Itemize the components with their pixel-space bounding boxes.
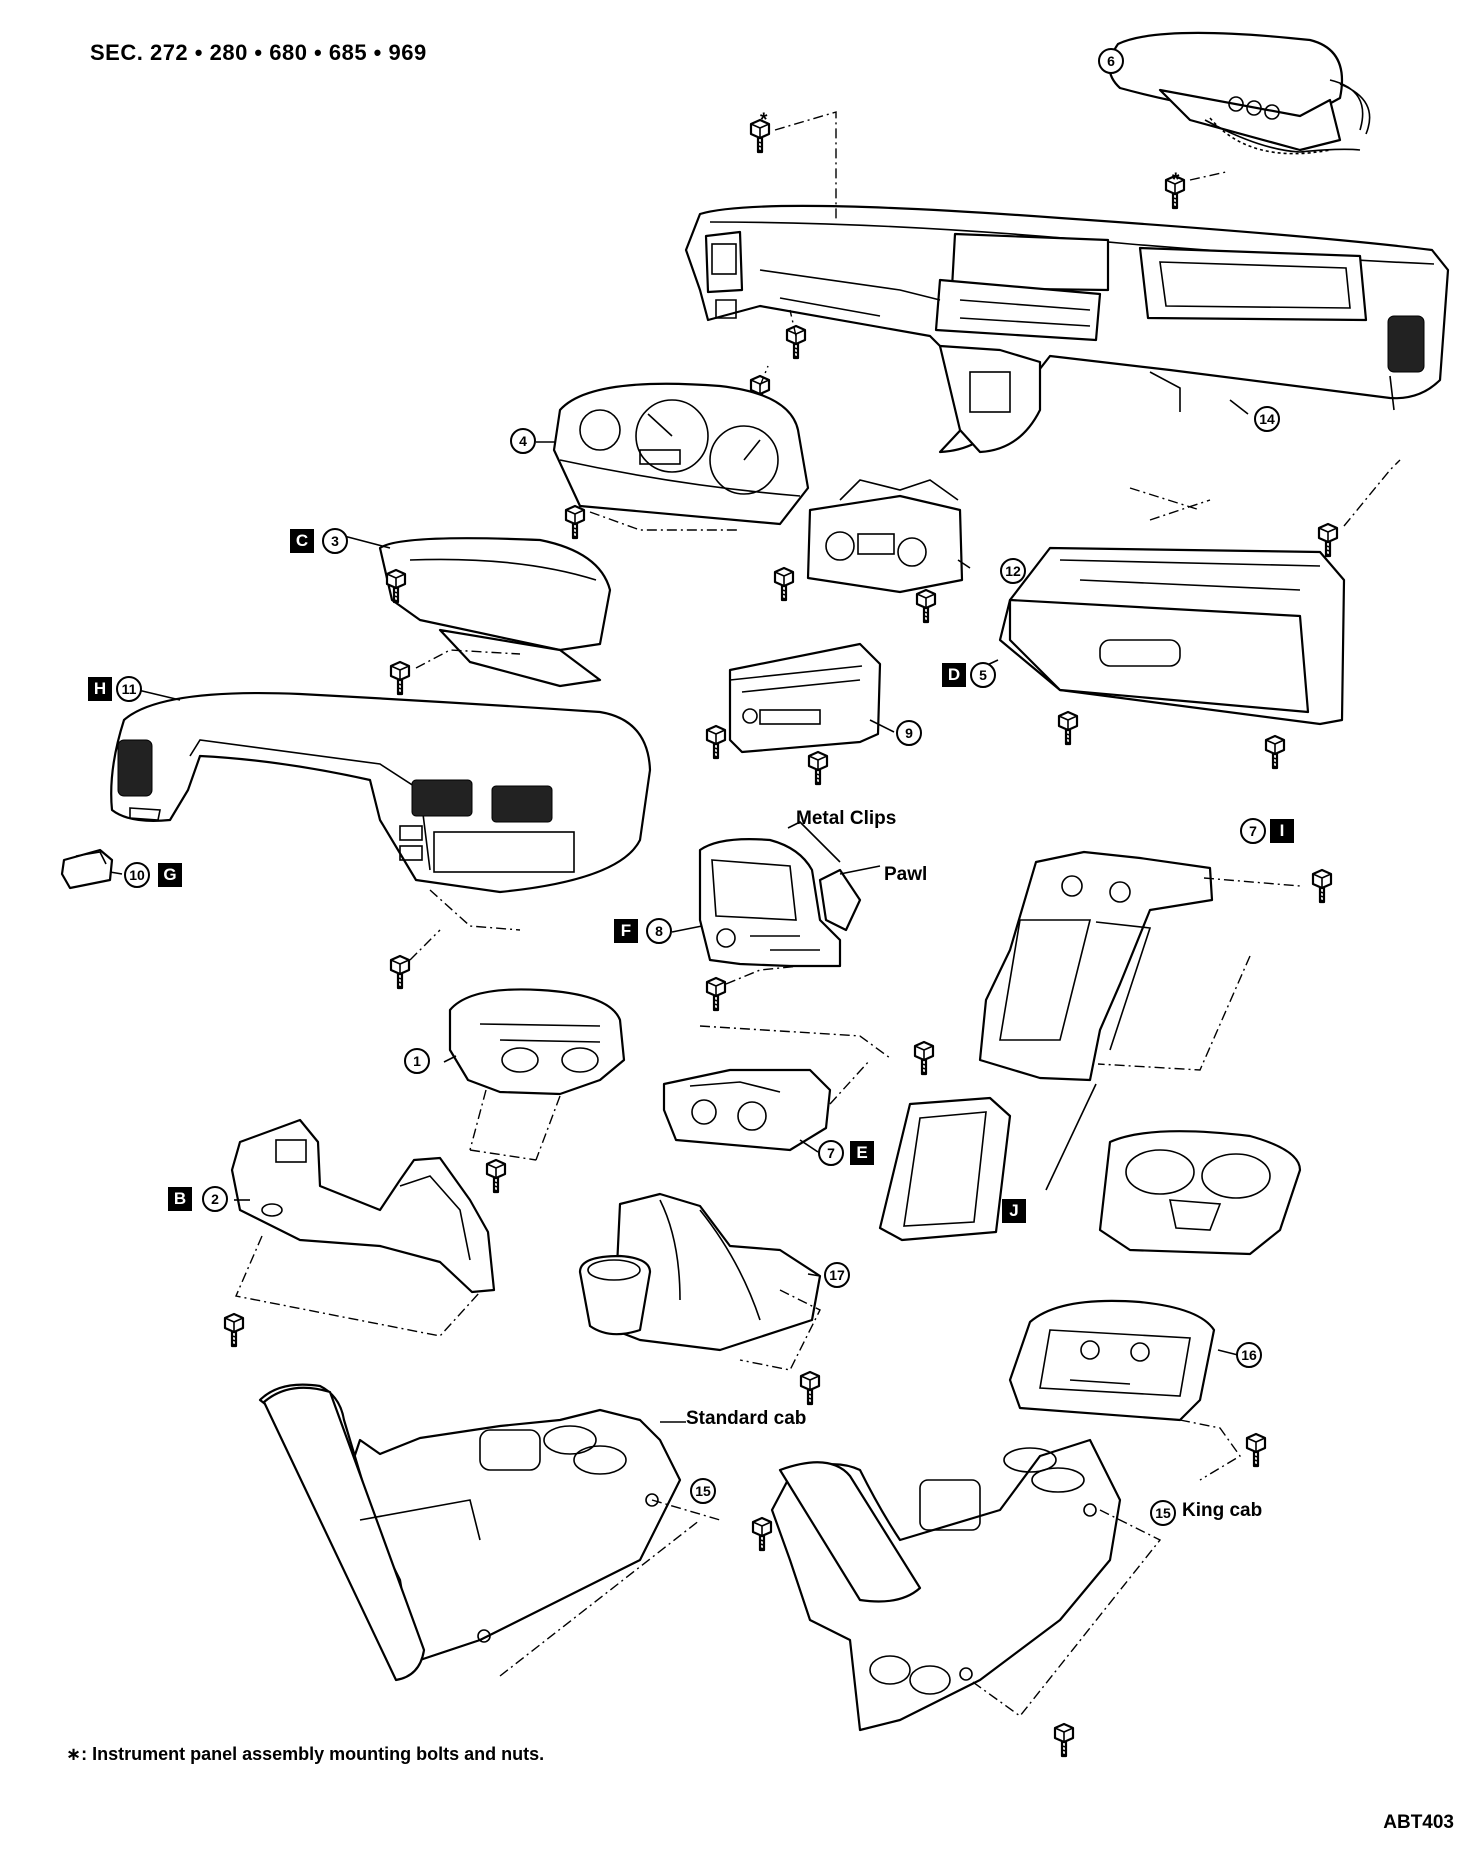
part-number-17: 17: [824, 1262, 850, 1288]
part-number-5: 5: [970, 662, 996, 688]
letter-badge-h: H: [88, 677, 112, 701]
part-number-9: 9: [896, 720, 922, 746]
letter-badge-b: B: [168, 1187, 192, 1211]
part-number-16: 16: [1236, 1342, 1262, 1368]
letter-badge-f: F: [614, 919, 638, 943]
part-number-1: 1: [404, 1048, 430, 1074]
part-number-7-lower: 7: [818, 1140, 844, 1166]
part-number-7-upper: 7: [1240, 818, 1266, 844]
cluster-lid-c: [378, 537, 612, 696]
callout-metal-clips: Metal Clips: [796, 808, 897, 829]
cluster-lid-f: [698, 821, 881, 1012]
cup-holder-insert: [1098, 1130, 1302, 1256]
mounting-bolts-star: [749, 111, 1227, 410]
callout-pawl: Pawl: [884, 864, 928, 885]
combination-meter: [552, 382, 810, 540]
console-box-standard-cab: [258, 1383, 773, 1682]
heater-control: [773, 479, 964, 624]
letter-badge-e: E: [850, 1141, 874, 1165]
footnote: ∗: Instrument panel assembly mounting bo…: [66, 1744, 545, 1764]
letter-badge-d: D: [942, 663, 966, 687]
audio-unit: [705, 642, 882, 786]
diagram-code: ABT403: [1383, 1812, 1454, 1833]
part-number-15-king: 15: [1150, 1500, 1176, 1526]
section-header: SEC. 272 • 280 • 680 • 685 • 969: [90, 40, 427, 65]
console-finisher-i: [978, 850, 1333, 1191]
console-trim-16: [1008, 1299, 1267, 1481]
part-number-2: 2: [202, 1186, 228, 1212]
steering-column-cover: [448, 988, 626, 1194]
asterisk-marker-2: *: [1172, 170, 1180, 191]
glove-box-d: [998, 459, 1401, 770]
part-number-3: 3: [322, 528, 348, 554]
letter-badge-g: G: [158, 863, 182, 887]
part-number-15-standard: 15: [690, 1478, 716, 1504]
airbag-module: [1108, 31, 1371, 155]
part-number-10: 10: [124, 862, 150, 888]
shift-finisher-j: [878, 1096, 1012, 1242]
part-number-11: 11: [116, 676, 142, 702]
console-box-king-cab: [770, 1438, 1162, 1758]
callout-king-cab: King cab: [1182, 1500, 1263, 1521]
switch-g: [60, 848, 123, 890]
letter-badge-j: J: [1002, 1199, 1026, 1223]
letter-badge-c: C: [290, 529, 314, 553]
lower-instrument-cover-b: [223, 1118, 496, 1348]
part-number-12: 12: [1000, 558, 1026, 584]
part-number-4: 4: [510, 428, 536, 454]
part-number-14: 14: [1254, 406, 1280, 432]
instrument-panel-assembly: [684, 204, 1450, 454]
asterisk-marker-1: *: [760, 110, 768, 131]
callout-standard-cab: Standard cab: [686, 1408, 807, 1429]
console-finisher-e: [662, 1025, 935, 1152]
instrument-finisher-h: [110, 691, 652, 990]
letter-badge-i: I: [1270, 819, 1294, 843]
part-number-6: 6: [1098, 48, 1124, 74]
console-boot-17: [578, 1192, 822, 1406]
part-number-8: 8: [646, 918, 672, 944]
